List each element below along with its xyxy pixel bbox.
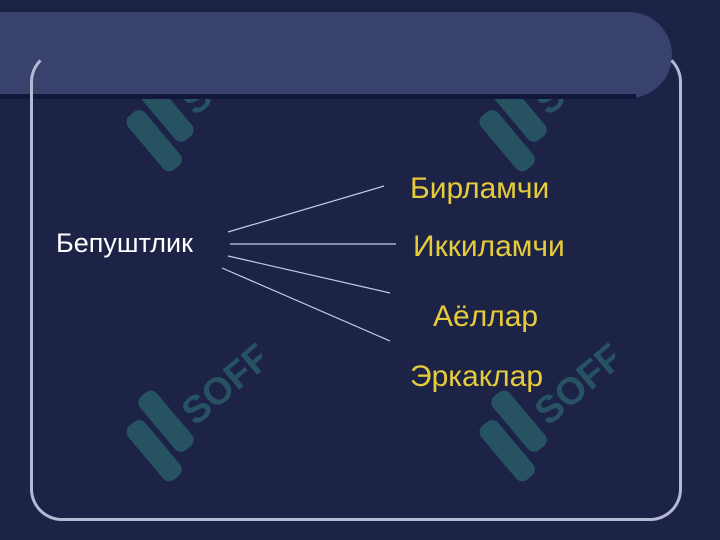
target-label-erkaklar: Эркаклар bbox=[410, 360, 544, 393]
target-label-ayollar: Аёллар bbox=[433, 300, 539, 333]
connector-line-erkaklar bbox=[221, 267, 391, 342]
content-frame bbox=[30, 50, 682, 521]
title-bar bbox=[0, 12, 672, 98]
connector-line-birlamchi bbox=[227, 185, 385, 233]
title-underline bbox=[0, 94, 636, 99]
source-label: Бепуштлик bbox=[56, 228, 193, 258]
target-label-ikkilamchi: Иккиламчи bbox=[413, 230, 565, 263]
target-label-birlamchi: Бирламчи bbox=[410, 172, 550, 205]
watermark-logo-bottom-left: SOFF bbox=[126, 340, 262, 482]
connector-line-ayollar bbox=[227, 255, 391, 294]
watermark-logo-bottom-right: SOFF bbox=[479, 340, 615, 482]
